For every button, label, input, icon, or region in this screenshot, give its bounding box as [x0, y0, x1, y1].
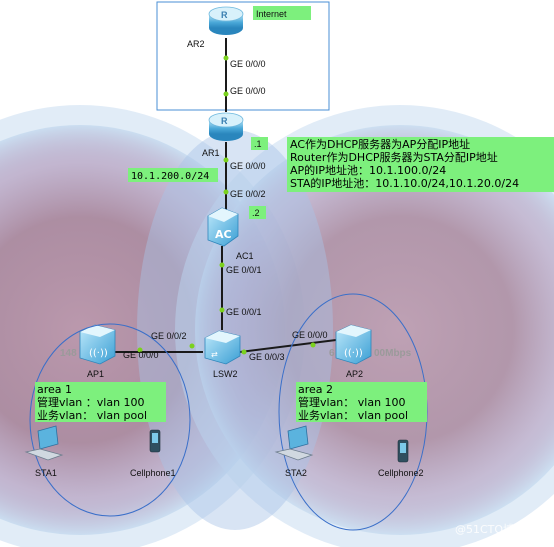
cellphone2[interactable] [397, 439, 409, 463]
ar1-host-tag-bg [251, 137, 268, 150]
port-lsw2-left-top: GE 0/0/2 [151, 331, 187, 341]
port-lsw2-up: GE 0/0/1 [226, 307, 262, 317]
laptop-icon [287, 425, 309, 450]
access-point-icon [80, 325, 115, 337]
area2-line-3: 业务vlan： vlan pool [298, 409, 408, 422]
coverage-overlap [137, 130, 333, 530]
ar1-label: AR1 [202, 148, 220, 158]
ap1-label: AP1 [87, 369, 104, 379]
port-ar1-up: GE 0/0/0 [230, 86, 266, 96]
cellphone1-label: Cellphone1 [130, 468, 176, 478]
area2-line-2: 管理vlan： vlan 100 [298, 395, 406, 409]
area2-info-box [296, 382, 427, 422]
port-ar2-down: GE 0/0/0 [230, 59, 266, 69]
dhcp-info-line-4: STA的IP地址池：10.1.10.0/24,10.1.20.0/24 [290, 176, 519, 190]
area1-line-1: area 1 [37, 383, 72, 396]
svg-text:R: R [221, 10, 228, 20]
watermark: @51CTO博客 [455, 522, 525, 536]
port-ac1-down: GE 0/0/1 [226, 265, 262, 275]
cellphone2-label: Cellphone2 [378, 468, 424, 478]
subnet-tag: 10.1.200.0/24 [131, 171, 209, 182]
svg-text:((·)): ((·)) [344, 348, 363, 359]
port-lsw2-right-bottom: GE 0/0/3 [249, 352, 285, 362]
internet-label: Internet [256, 9, 287, 19]
access-controller-icon [208, 208, 238, 222]
sta2-laptop[interactable] [274, 425, 314, 461]
ac1-label: AC1 [236, 251, 254, 261]
area1-ellipse [29, 323, 191, 517]
link-lsw2-ap2 [239, 339, 337, 353]
ar1-router[interactable]: R [208, 112, 244, 141]
sta2-label: STA2 [285, 468, 307, 478]
ap2-access-point[interactable]: ((·)) [335, 324, 372, 365]
ar2-label: AR2 [187, 39, 205, 49]
lsw2-label: LSW2 [213, 369, 238, 379]
ar2-router[interactable]: R [208, 6, 244, 35]
router-icon [208, 112, 244, 128]
sta1-label: STA1 [35, 468, 57, 478]
area1-info-box [35, 382, 166, 422]
port-ac1-up: GE 0/0/2 [230, 189, 266, 199]
port-labels: GE 0/0/0 GE 0/0/0 GE 0/0/0 GE 0/0/2 GE 0… [123, 59, 328, 362]
port-ap1-right: GE 0/0/0 [123, 350, 159, 360]
port-ap2-left: GE 0/0/0 [292, 330, 328, 340]
lsw2-switch[interactable]: ⇄ [204, 330, 241, 365]
access-point-icon [336, 325, 371, 337]
ac1-controller[interactable]: AC [207, 207, 239, 247]
links [115, 38, 337, 353]
svg-text:⇄: ⇄ [211, 350, 218, 359]
ap2-side-text: 6 [329, 348, 335, 359]
dhcp-info-line-1: AC作为DHCP服务器为AP分配IP地址 [290, 137, 470, 151]
ac1-host-tag: .2 [252, 208, 260, 218]
area1-line-2: 管理vlan ：vlan 100 [37, 395, 145, 409]
dhcp-info-line-3: AP的IP地址池：10.1.100.0/24 [290, 163, 446, 177]
area1-line-3: 业务vlan： vlan pool [37, 409, 147, 422]
ap1-side-text: 148 [60, 348, 77, 359]
area2-line-1: area 2 [298, 383, 333, 396]
cellphone1[interactable] [149, 429, 161, 453]
dhcp-info-box [287, 137, 554, 192]
port-dots [137, 55, 316, 355]
ap1-access-point[interactable]: ((·)) [79, 324, 116, 365]
internet-label-bg [253, 6, 311, 20]
laptop-icon [37, 425, 59, 450]
coverage-area-right [175, 105, 554, 547]
svg-text:R: R [221, 116, 228, 126]
sta1-laptop[interactable] [24, 425, 64, 461]
router-icon [208, 6, 244, 22]
dhcp-info-line-2: Router作为DHCP服务器为STA分配IP地址 [290, 150, 498, 164]
svg-text:AC: AC [215, 228, 232, 241]
ac1-host-tag-bg [249, 206, 266, 219]
ap2-speed: 00Mbps [374, 348, 412, 359]
ar1-host-tag: .1 [254, 139, 262, 149]
switch-icon [205, 331, 240, 343]
svg-text:((·)): ((·)) [89, 348, 108, 359]
ap2-label: AP2 [346, 369, 363, 379]
subnet-tag-bg [128, 168, 218, 182]
port-ar1-down: GE 0/0/0 [230, 161, 266, 171]
